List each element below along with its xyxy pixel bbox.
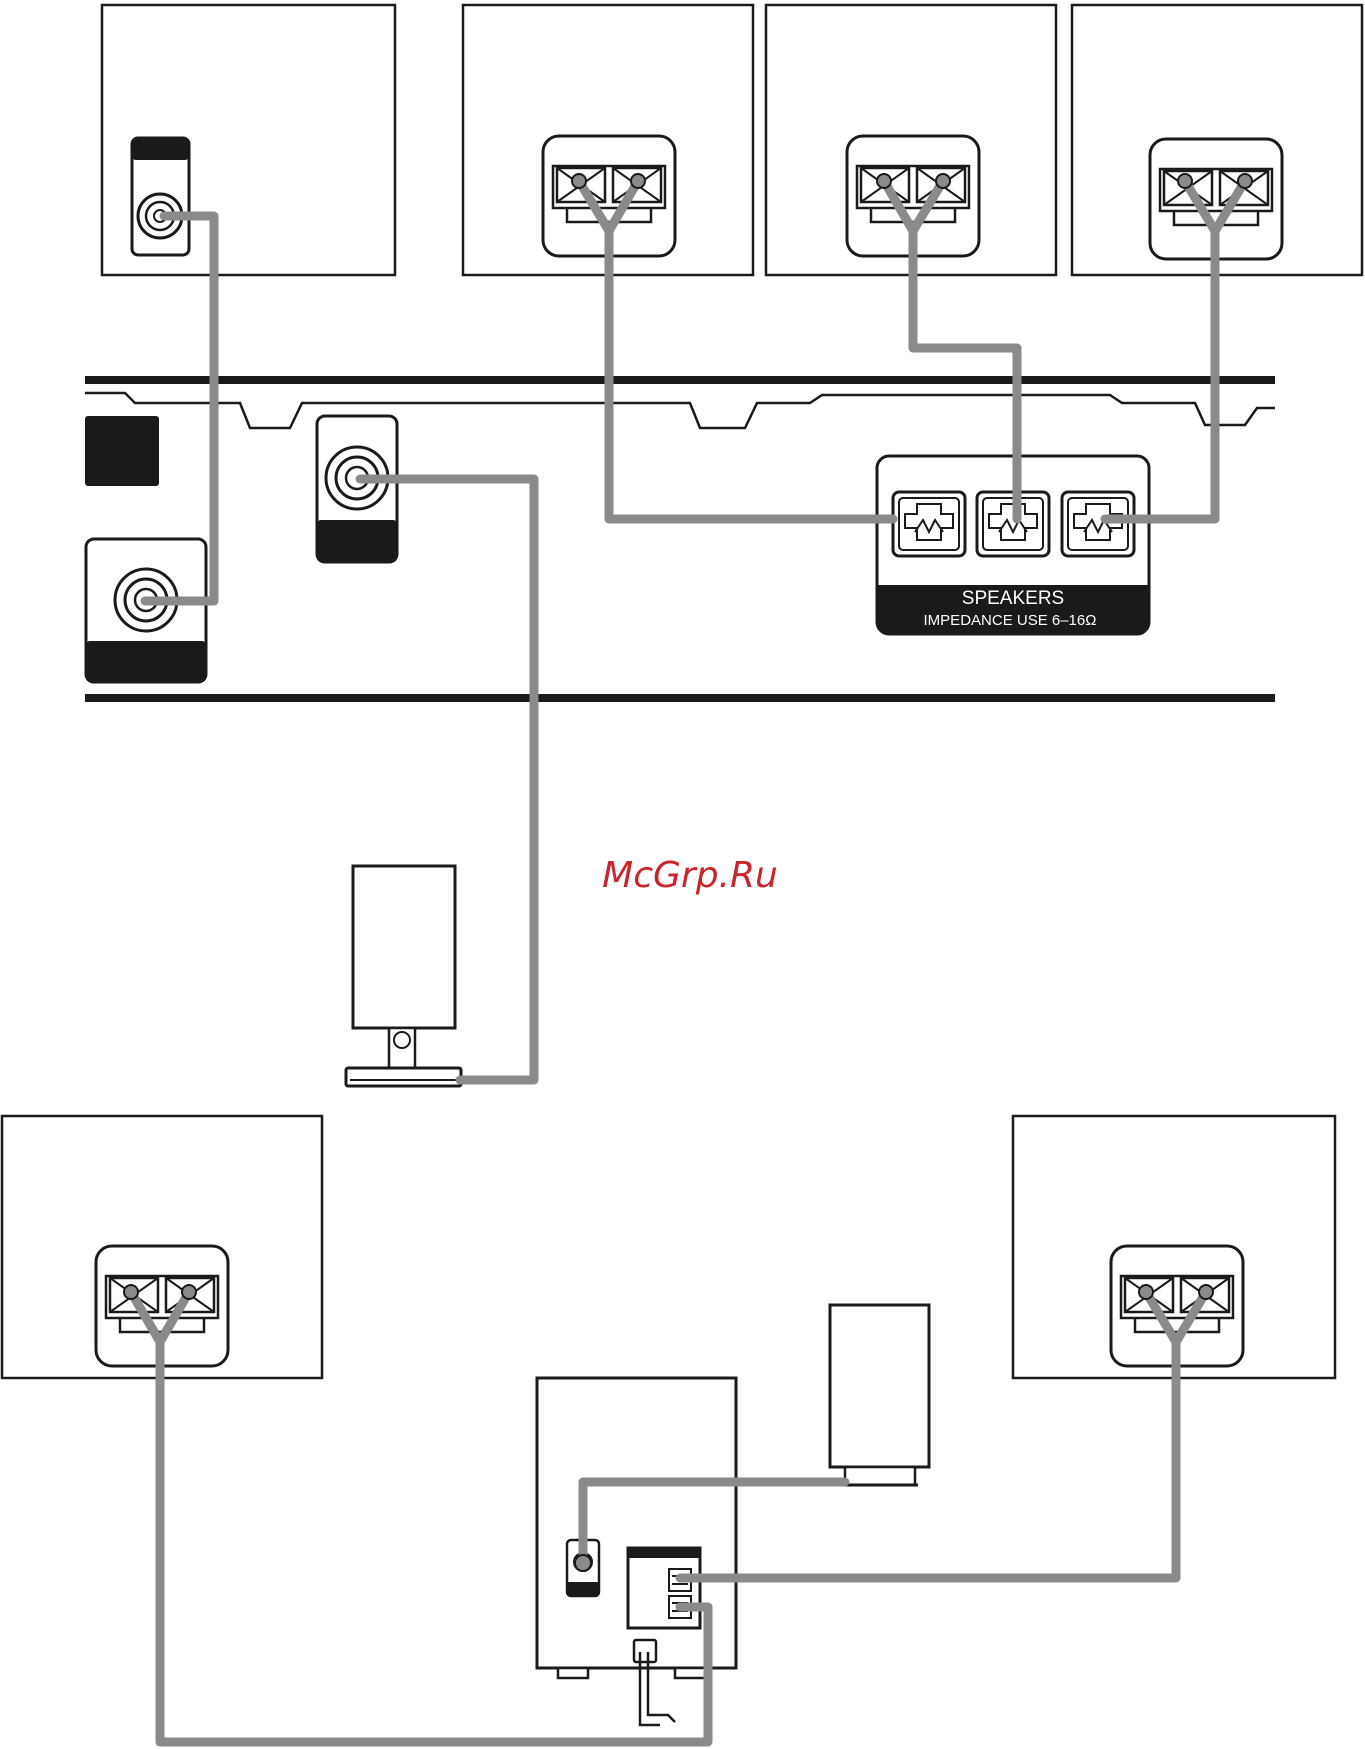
rear-center-speaker (830, 1305, 929, 1485)
rca-jack-icon (86, 539, 206, 682)
subwoofer-speaker-terminals (628, 1548, 700, 1628)
speakers-label: SPEAKERS (962, 588, 1064, 609)
impedance-label: IMPEDANCE USE 6–16Ω (924, 612, 1097, 629)
rca-jack-icon (317, 416, 397, 562)
rca-jack-icon (132, 138, 189, 255)
watermark: McGrp.Ru (602, 855, 778, 896)
speaker-socket-icon (1062, 492, 1134, 556)
speaker-socket-icon (893, 492, 965, 556)
center-speaker (346, 866, 461, 1086)
